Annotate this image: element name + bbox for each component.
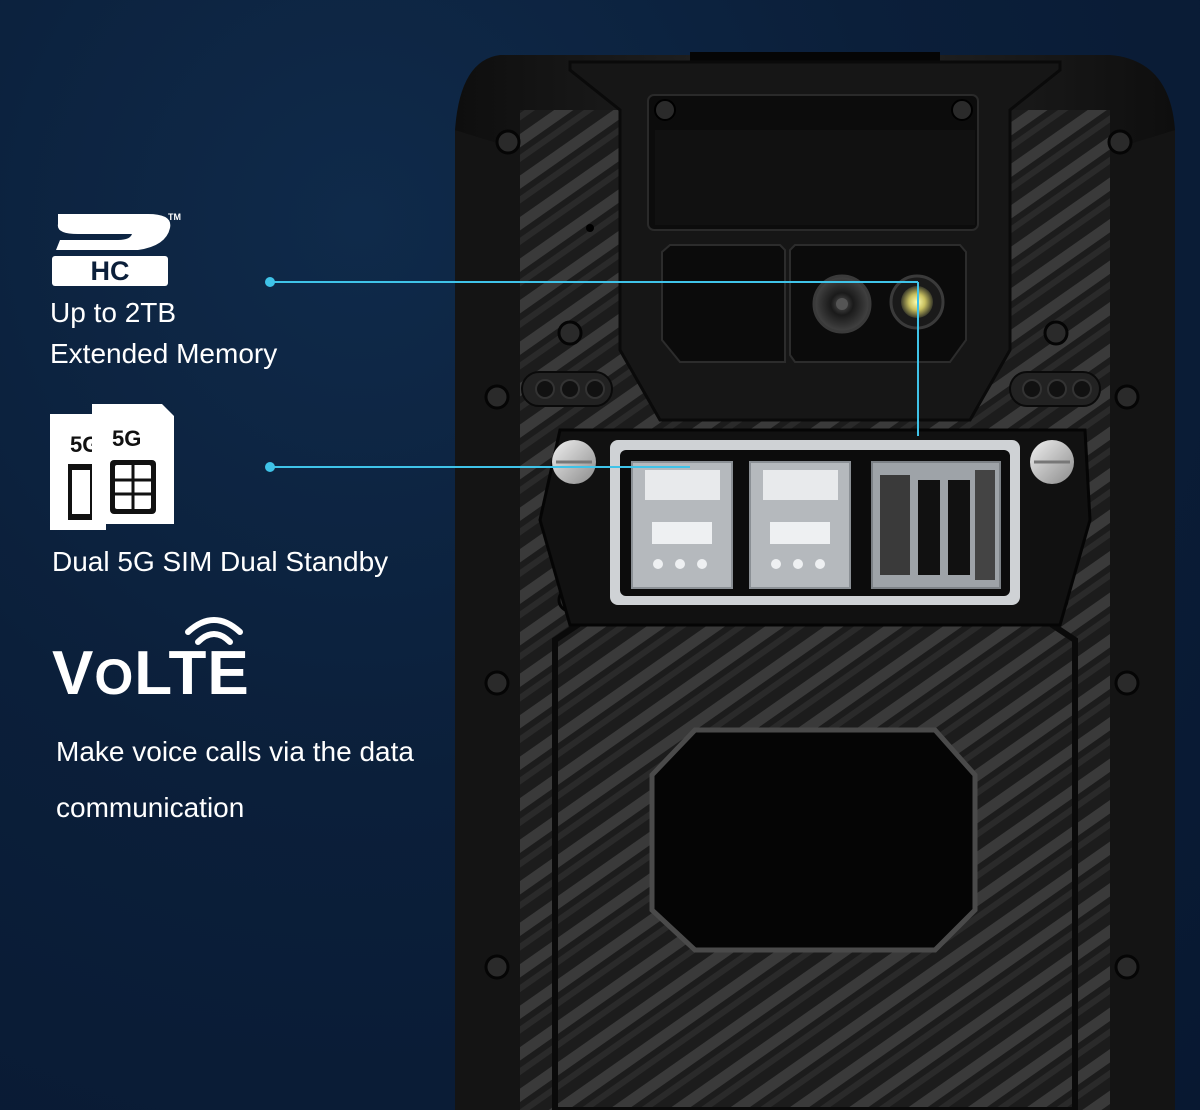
sd-capacity-label: Up to 2TB	[50, 297, 177, 328]
dual-sim-icon: 5G 5G	[50, 404, 174, 530]
volte-logo-v: V	[52, 639, 95, 708]
sd-logo-bottom-text: HC	[91, 256, 130, 286]
volte-caption-line2: communication	[56, 792, 245, 823]
sd-extended-memory-label: Extended Memory	[50, 338, 278, 369]
volte-logo: VOLTE	[52, 638, 250, 709]
wifi-signal-icon	[185, 617, 243, 645]
trademark-mark: TM	[168, 212, 181, 222]
dual-sim-caption: Dual 5G SIM Dual Standby	[52, 546, 389, 577]
volte-logo-lte: LTE	[134, 639, 250, 708]
volte-caption-line1: Make voice calls via the data	[56, 736, 414, 767]
sdhc-logo: TM HC	[52, 212, 181, 286]
sim-front-label: 5G	[112, 426, 141, 451]
volte-logo-o: O	[94, 649, 135, 705]
